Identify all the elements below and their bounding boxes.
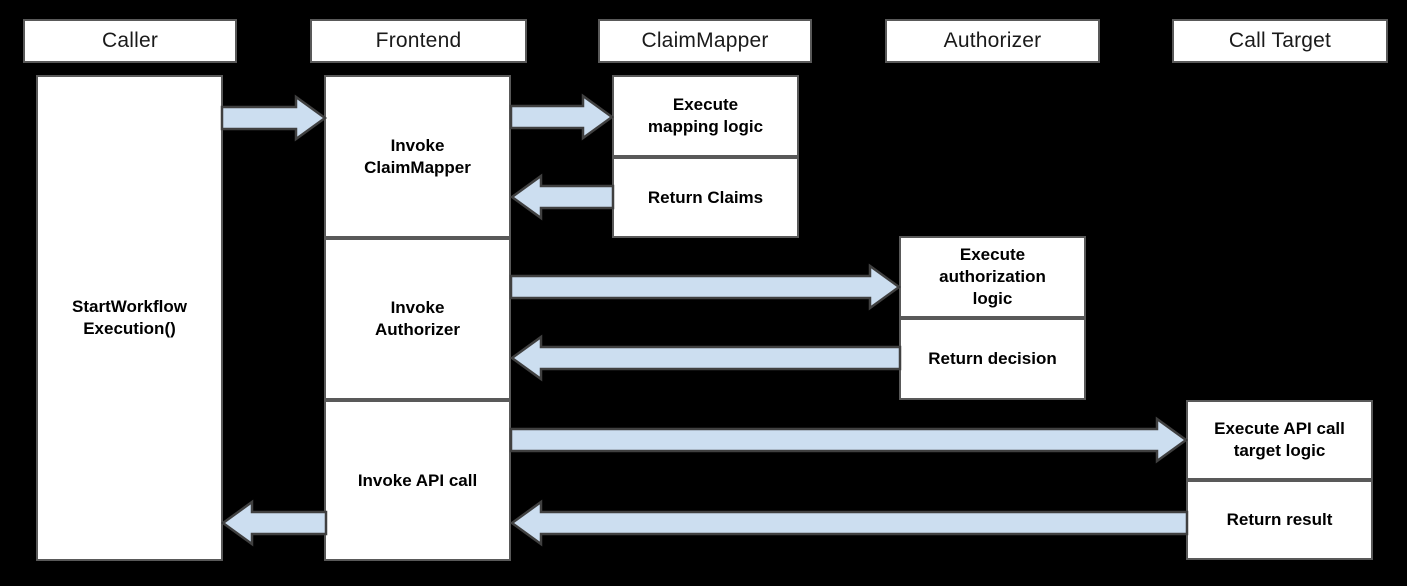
lane-header-claimmapper: ClaimMapper (598, 19, 812, 63)
message-arrow-frontend-to-calltarget (509, 416, 1189, 464)
activation-authorizer-execute-authorization-logic: Execute authorization logic (899, 236, 1086, 318)
activation-claimmapper-execute-mapping-logic: Execute mapping logic (612, 75, 799, 157)
activation-caller-start: StartWorkflow Execution() (36, 75, 223, 561)
lane-header-caller-label: Caller (101, 29, 159, 52)
activation-claimmapper-return-claims: Return Claims (612, 157, 799, 238)
activation-calltarget-execute-api-call-target-logic: Execute API call target logic (1186, 400, 1373, 480)
activation-claimmapper-return-claims-label: Return Claims (647, 187, 764, 207)
lane-header-claimmapper-label: ClaimMapper (641, 29, 769, 52)
activation-claimmapper-execute-mapping-logic-label: Execute mapping logic (647, 95, 764, 136)
message-arrow-frontend-to-authorizer (509, 263, 902, 311)
message-arrow-frontend-to-caller (220, 499, 328, 547)
activation-frontend-invoke-api-call: Invoke API call (324, 400, 511, 561)
activation-authorizer-return-decision-label: Return decision (928, 349, 1057, 369)
lane-header-call-target: Call Target (1172, 19, 1388, 63)
message-arrow-claimmapper-to-frontend (509, 173, 615, 221)
activation-frontend-invoke-authorizer-label: Invoke Authorizer (375, 298, 460, 339)
activation-calltarget-return-result: Return result (1186, 480, 1373, 560)
lane-header-authorizer: Authorizer (885, 19, 1100, 63)
lane-header-authorizer-label: Authorizer (943, 29, 1042, 52)
message-arrow-authorizer-to-frontend (509, 334, 902, 382)
activation-calltarget-execute-api-call-target-logic-label: Execute API call target logic (1214, 419, 1345, 460)
activation-frontend-invoke-authorizer: Invoke Authorizer (324, 238, 511, 400)
activation-frontend-invoke-claimmapper: Invoke ClaimMapper (324, 75, 511, 238)
lane-header-frontend: Frontend (310, 19, 527, 63)
lane-header-frontend-label: Frontend (375, 29, 462, 52)
message-arrow-calltarget-to-frontend (509, 499, 1189, 547)
message-arrow-caller-to-frontend (220, 94, 328, 142)
activation-frontend-invoke-claimmapper-label: Invoke ClaimMapper (364, 135, 471, 177)
activation-authorizer-return-decision: Return decision (899, 318, 1086, 400)
message-arrow-frontend-to-claimmapper (509, 93, 615, 141)
activation-calltarget-return-result-label: Return result (1226, 510, 1333, 530)
lane-header-caller: Caller (23, 19, 237, 63)
lane-header-call-target-label: Call Target (1228, 29, 1332, 52)
activation-authorizer-execute-authorization-logic-label: Execute authorization logic (939, 245, 1046, 308)
activation-caller-start-label: StartWorkflow Execution() (72, 297, 187, 338)
activation-frontend-invoke-api-call-label: Invoke API call (357, 470, 478, 490)
